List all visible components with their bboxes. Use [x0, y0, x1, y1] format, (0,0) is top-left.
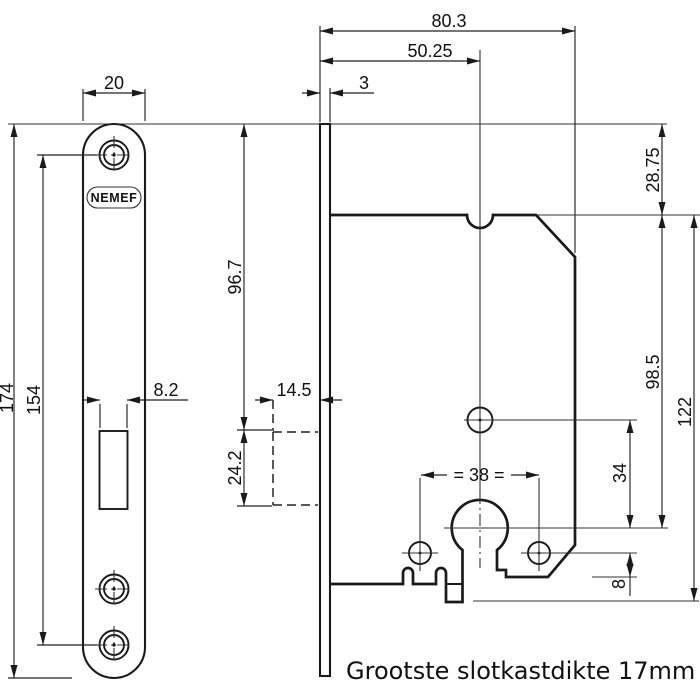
dim-screw-to-bottom: 8	[609, 553, 634, 596]
faceplate-outline	[81, 122, 147, 680]
dim-faceplate-thickness-label: 3	[359, 73, 369, 93]
faceplate-front-view: NEMEF 20 174	[0, 73, 188, 680]
lock-case-side-view: 80.3 50.25 3 28.75 96.7 24.2	[225, 11, 700, 678]
dim-case-height-label: 98.5	[643, 354, 663, 389]
latch-pocket-dashed	[272, 400, 318, 506]
dim-plate-width: 20	[82, 73, 146, 121]
dim-latch-slot-width-label: 8.2	[153, 380, 178, 400]
lower-screw-hole-1	[95, 570, 133, 608]
dim-cylinder-screw-spacing: = 38 =	[421, 465, 539, 485]
dim-top-edge-offset-label: 28.75	[643, 147, 663, 192]
extension-lines	[237, 26, 700, 602]
dim-cylinder-screw-spacing-label: = 38 =	[453, 465, 504, 485]
lock-case-outline	[330, 213, 577, 604]
dim-latch-slot-width: 8.2	[84, 380, 188, 428]
brand-logo-border	[86, 186, 142, 209]
dim-front-upper-height-label: 96.7	[225, 259, 245, 294]
dim-pocket-depth-label: 14.5	[276, 380, 311, 400]
dim-faceplate-thickness: 3	[302, 73, 374, 97]
dim-follower-to-cylinder-label: 34	[610, 463, 630, 483]
dim-overall-height-label: 122	[675, 397, 695, 427]
dim-overall-depth: 80.3	[320, 11, 575, 35]
latch-slot	[98, 430, 129, 510]
dim-overall-depth-label: 80.3	[431, 11, 466, 31]
dim-backset-label: 50.25	[407, 41, 452, 61]
dim-follower-to-cylinder: 34	[610, 420, 634, 528]
dim-top-edge-offset: 28.75	[643, 124, 666, 215]
dim-case-height: 98.5	[643, 215, 666, 528]
dim-plate-length-label: 174	[0, 383, 17, 413]
dim-front-upper-height: 96.7	[225, 124, 248, 430]
brand-logo: NEMEF	[86, 186, 142, 209]
dim-screw-to-bottom-label: 8	[609, 579, 629, 589]
dim-latch-pocket-height-label: 24.2	[225, 450, 245, 485]
caption-text: Grootste slotkastdikte 17mm	[346, 657, 695, 685]
top-screw-hole	[95, 136, 133, 174]
centerlines	[402, 50, 668, 571]
dim-latch-pocket-height: 24.2	[225, 430, 248, 506]
dim-plate-length: 174	[0, 124, 72, 679]
brand-label: NEMEF	[91, 191, 138, 205]
dim-screw-spacing: 154	[24, 154, 97, 646]
dim-pocket-depth: 14.5	[255, 380, 342, 404]
dim-overall-height: 122	[675, 215, 698, 601]
dim-backset: 50.25	[320, 41, 480, 65]
lower-screw-hole-2	[95, 626, 133, 664]
dim-screw-spacing-label: 154	[24, 385, 44, 415]
dim-plate-width-label: 20	[104, 73, 124, 93]
